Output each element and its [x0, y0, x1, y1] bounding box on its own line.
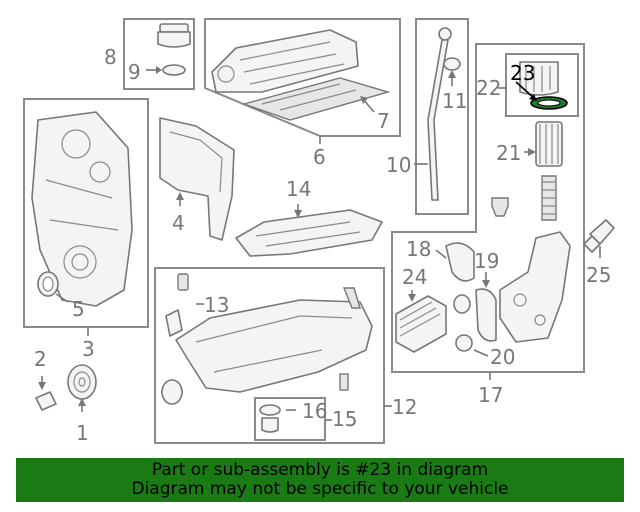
callout-7[interactable]: 7: [377, 109, 390, 133]
callout-10[interactable]: 10: [386, 153, 411, 177]
callout-19[interactable]: 19: [474, 249, 499, 273]
timing-cover-group: 5 3: [23, 98, 149, 361]
callout-23[interactable]: 23: [510, 61, 535, 85]
callout-6[interactable]: 6: [313, 145, 326, 169]
timing-gasket-group: 4: [159, 117, 235, 241]
callout-21[interactable]: 21: [496, 141, 521, 165]
callout-12[interactable]: 12: [392, 395, 417, 419]
oil-cap-group: 8 9: [104, 18, 195, 90]
callout-20[interactable]: 20: [490, 345, 515, 369]
callout-1[interactable]: 1: [76, 421, 89, 445]
oil-pan-group: 13 12 16 15: [154, 267, 417, 444]
info-banner: Part or sub-assembly is #23 in diagram D…: [16, 458, 624, 502]
callout-24[interactable]: 24: [402, 265, 427, 289]
valve-cover-group: 7 6: [204, 18, 401, 169]
callout-25[interactable]: 25: [586, 263, 611, 287]
oil-filter-assembly-group: 23 22 21 18 19 24 20: [391, 43, 585, 407]
callout-9[interactable]: 9: [128, 60, 141, 84]
callout-2[interactable]: 2: [34, 347, 47, 371]
callout-5[interactable]: 5: [72, 297, 85, 321]
callout-17[interactable]: 17: [478, 383, 503, 407]
banner-line-disclaimer: Diagram may not be specific to your vehi…: [131, 479, 509, 499]
callout-4[interactable]: 4: [172, 211, 185, 235]
dipstick-group: 10 11: [386, 18, 469, 215]
callout-11[interactable]: 11: [442, 89, 467, 113]
crank-pulley-group: 1 2: [34, 347, 97, 445]
callout-16[interactable]: 16: [302, 399, 327, 423]
callout-18[interactable]: 18: [406, 237, 431, 261]
banner-line-part-number: Part or sub-assembly is #23 in diagram: [151, 460, 489, 480]
callout-8[interactable]: 8: [104, 45, 117, 69]
windage-tray-group: 14: [235, 177, 383, 257]
callout-13[interactable]: 13: [204, 293, 229, 317]
callout-14[interactable]: 14: [286, 177, 311, 201]
callout-22[interactable]: 22: [476, 76, 501, 100]
callout-15[interactable]: 15: [332, 407, 357, 431]
sensor-25-group: 25: [583, 219, 615, 287]
callout-3[interactable]: 3: [82, 337, 95, 361]
